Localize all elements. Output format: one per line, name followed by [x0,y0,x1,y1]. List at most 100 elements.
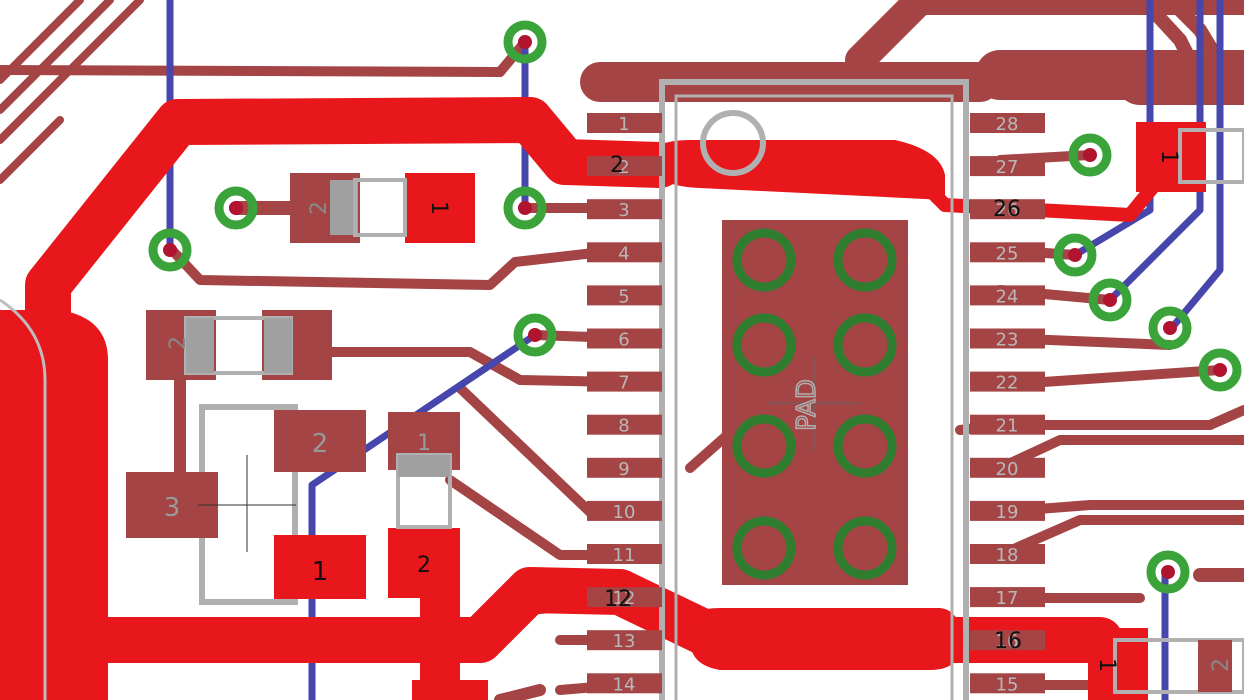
bottom-left-pad [412,680,488,700]
chip-pin-label-right-11: 18 [996,545,1019,566]
chip-pin-left-13 [587,630,662,651]
via-hole [1213,363,1227,377]
chip-pin-left-12 [587,587,662,608]
resistor-right-pin1: 1 [1156,150,1181,164]
via-ring [214,186,258,230]
resistor-top-pin2: 2 [307,201,332,215]
chip-pin-right-13 [970,630,1045,651]
chip-pin-left-11 [587,544,662,564]
chip-pin-label-right-2: 27 [996,157,1019,178]
transistor: 2 3 1 [126,404,366,605]
chip-pin-left-7 [587,371,662,392]
chip-pin-left-9 [587,457,662,478]
via-hole [229,201,243,215]
resistor-right: 1 [1136,122,1244,192]
via-hole [1103,293,1117,307]
via-ring [1198,348,1242,392]
chip-pin-label-right-6: 23 [996,330,1019,351]
chip-pin-label-right-1: 28 [996,114,1019,135]
chip-pin-left-8 [587,414,662,435]
via-hole [1068,248,1082,262]
chip-pin-label-left-5: 5 [618,286,629,307]
resistor-top: 1 2 [290,173,475,243]
chip-pin-label-right-14: 15 [996,674,1019,695]
chip-pin-label-left-13: 13 [613,631,636,652]
chip-pin-right-4 [970,242,1045,263]
chip-pin-label-left-2: 2 [618,157,629,178]
chip-pin-right-1 [970,113,1045,133]
chip-pin-right-11 [970,544,1045,564]
chip-pin-right-14 [970,673,1045,694]
chip-pin-right-2 [970,156,1045,177]
chip-pin-right-10 [970,500,1045,521]
chip-pin-label-right-4: 25 [996,243,1019,264]
chip-pin-right-7 [970,371,1045,392]
chip-pin-right-6 [970,328,1045,349]
diode: 1 2 [388,412,460,598]
chip-pin-label-left-1: 1 [618,114,629,135]
resistor-bottom-pin2: 2 [1209,658,1234,672]
resistor-bottom-right: 1 2 [1088,628,1244,700]
chip-pin-left-1 [587,113,662,133]
chip-pin-right-3 [970,199,1045,220]
via-ring [503,20,547,64]
chip-pin-left-6 [587,328,662,349]
chip-pin-right-9 [970,457,1045,478]
chip-pin-label-left-8: 8 [618,416,629,437]
capacitor-mid: 2 [146,310,332,380]
via-hole [1083,148,1097,162]
via-hole [1161,565,1175,579]
chip-pin-left-2 [587,156,662,177]
net-label-26: 26 [993,197,1021,222]
chip-pin-label-left-7: 7 [618,373,629,394]
via-ring [1068,133,1112,177]
net-2-bar [650,140,945,200]
capacitor-mid-pin2: 2 [166,336,191,350]
via-ring [1146,550,1190,594]
net-label-2: 2 [610,153,624,178]
chip-pin-left-14 [587,673,662,694]
chip-pin-right-12 [970,587,1045,608]
via-ring [513,313,557,357]
transistor-pin3: 3 [164,493,181,523]
chip-pin-left-3 [587,199,662,220]
chip-pin-label-right-12: 17 [996,588,1019,609]
via-ring [503,186,547,230]
via-ring [1053,233,1097,277]
chip-pin-label-left-4: 4 [618,243,629,264]
chip-pin-label-right-13: 16 [996,631,1019,652]
via-ring [148,228,192,272]
chip-pin-left-10 [587,500,662,521]
pad-label: PAD [792,379,822,431]
net-12-bar [690,608,962,670]
pad-crosshair [768,355,862,450]
chip-pin-label-left-6: 6 [618,330,629,351]
chip-pin-label-right-10: 19 [996,502,1019,523]
via-hole [163,243,177,257]
chip-pin-label-left-9: 9 [618,459,629,480]
resistor-bottom-pin1: 1 [1094,658,1119,672]
chip-pin-label-right-3: 26 [996,200,1019,221]
transistor-pin1: 1 [312,557,329,587]
chip-pin-label-right-9: 20 [996,459,1019,480]
chip-pin-label-left-3: 3 [618,200,629,221]
pad-thermal-vias [732,228,897,580]
chip-pin-right-5 [970,285,1045,306]
via-hole [528,328,542,342]
diode-pin1: 1 [417,431,431,456]
chip-pin-left-5 [587,285,662,306]
chip-pin-label-right-7: 22 [996,373,1019,394]
chip-pin-right-8 [970,414,1045,435]
chip-pin-label-left-14: 14 [613,674,636,695]
via-hole [1163,321,1177,335]
via-ring [1148,306,1192,350]
vias [148,20,1242,594]
board-edge-arc [0,298,47,700]
via-hole [518,35,532,49]
transistor-pin2: 2 [312,429,329,459]
chip-pin-left-4 [587,242,662,263]
left-copper-plane [0,310,108,700]
